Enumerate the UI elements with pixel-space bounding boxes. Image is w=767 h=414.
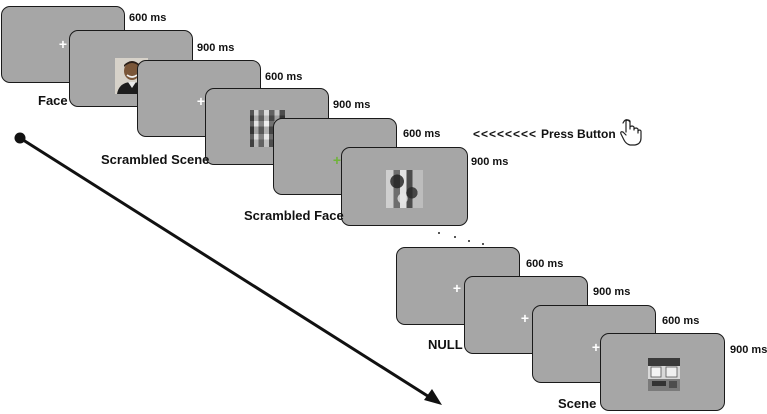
fixation-cross: +	[591, 339, 601, 355]
press-button-label: Press Button	[541, 127, 616, 141]
continuation-dot	[454, 236, 456, 238]
continuation-dot	[482, 243, 484, 245]
duration-label: 900 ms	[197, 42, 235, 54]
scrambled-face-image	[386, 170, 423, 208]
fixation-cross: +	[196, 93, 206, 109]
scene-photo	[648, 358, 680, 391]
duration-label: 900 ms	[471, 156, 509, 168]
scrambled-face-label: Scrambled Face	[244, 208, 344, 223]
duration-label: 600 ms	[129, 12, 167, 24]
fixation-cross: +	[520, 310, 530, 326]
duration-label: 900 ms	[593, 286, 631, 298]
duration-label: 600 ms	[403, 128, 441, 140]
green-fixation-cross: +	[332, 152, 342, 168]
duration-label: 900 ms	[333, 99, 371, 111]
scrambled-scene-label: Scrambled Scene	[101, 152, 210, 167]
fixation-cross: +	[58, 36, 68, 52]
scene-label: Scene	[558, 396, 597, 411]
fixation-cross: +	[452, 280, 462, 296]
scene-stimulus-screen	[600, 333, 725, 411]
duration-label: 600 ms	[265, 71, 303, 83]
scrambled-face-screen	[341, 147, 468, 226]
response-arrows: <<<<<<<<	[473, 127, 538, 141]
duration-label: 900 ms	[730, 344, 767, 356]
duration-label: 600 ms	[662, 315, 700, 327]
face-label: Face	[38, 93, 68, 108]
continuation-dot	[438, 232, 440, 234]
null-label: NULL	[428, 337, 463, 352]
duration-label: 600 ms	[526, 258, 564, 270]
continuation-dot	[468, 240, 470, 242]
